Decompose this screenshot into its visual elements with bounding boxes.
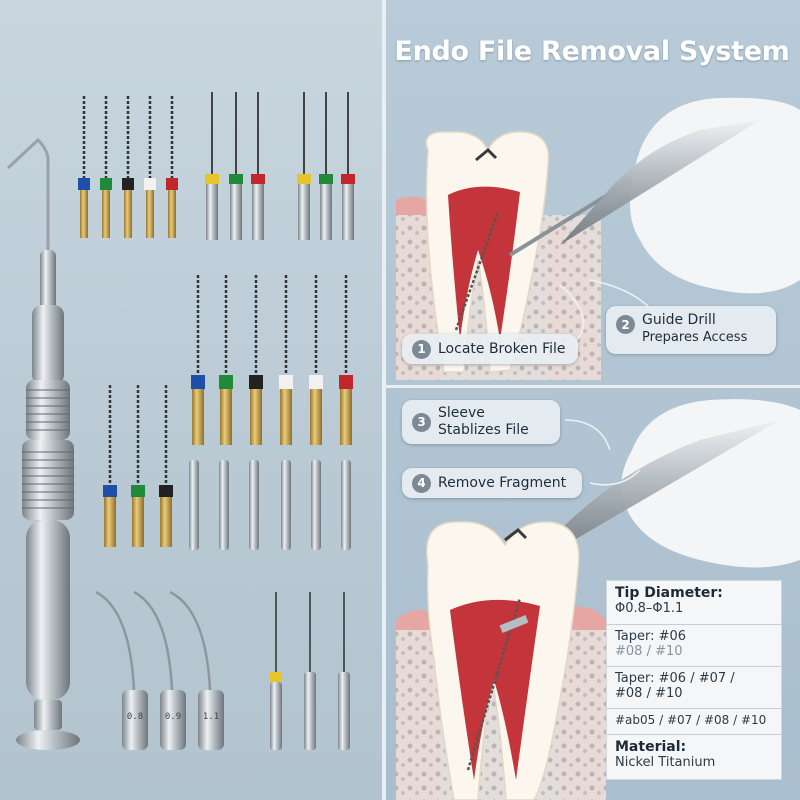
step-3-callout: 3 Sleeve Stablizes File (402, 400, 560, 444)
step-number: 3 (412, 412, 431, 432)
page-title: Endo File Removal System (394, 36, 790, 67)
endo-file-icon (78, 92, 355, 750)
step-sublabel: Stablizes File (438, 422, 529, 438)
step-2-callout: 2 Guide Drill Prepares Access (606, 306, 776, 354)
step-sublabel: Prepares Access (642, 330, 748, 345)
sleeve-label: 0.9 (164, 712, 182, 722)
sleeve-label: 0.8 (126, 712, 144, 722)
step-label: Guide Drill (642, 312, 716, 328)
step-number: 1 (412, 339, 431, 359)
instrument-illustration (6, 92, 355, 750)
spec-taper-3: #ab05 / #07 / #08 / #10 (607, 709, 781, 735)
spec-material: Material: Nickel Titanium (615, 739, 716, 770)
panel-divider (382, 0, 386, 800)
step-label: Locate Broken File (438, 340, 566, 357)
step-4-callout: 4 Remove Fragment (402, 468, 582, 498)
step-label: Sleeve (438, 405, 485, 421)
sleeve-label: 1.1 (202, 712, 220, 722)
step-number: 2 (616, 315, 635, 334)
step-label: Remove Fragment (438, 474, 567, 491)
handle-icon (6, 137, 80, 750)
step-1-callout: 1 Locate Broken File (402, 334, 578, 364)
gloved-hand-icon (540, 97, 800, 568)
spec-tip-diameter: Tip Diameter: Φ0.8–Φ1.1 (607, 581, 781, 625)
tooth-icon (396, 521, 606, 800)
spec-taper-1: Taper: #06 #08 / #10 (607, 625, 781, 667)
spec-taper-2: Taper: #06 / #07 / #08 / #10 (607, 667, 781, 709)
spec-table: Tip Diameter: Φ0.8–Φ1.1 Taper: #06 #08 /… (606, 580, 782, 780)
step-divider (384, 385, 800, 388)
step-number: 4 (412, 473, 431, 493)
